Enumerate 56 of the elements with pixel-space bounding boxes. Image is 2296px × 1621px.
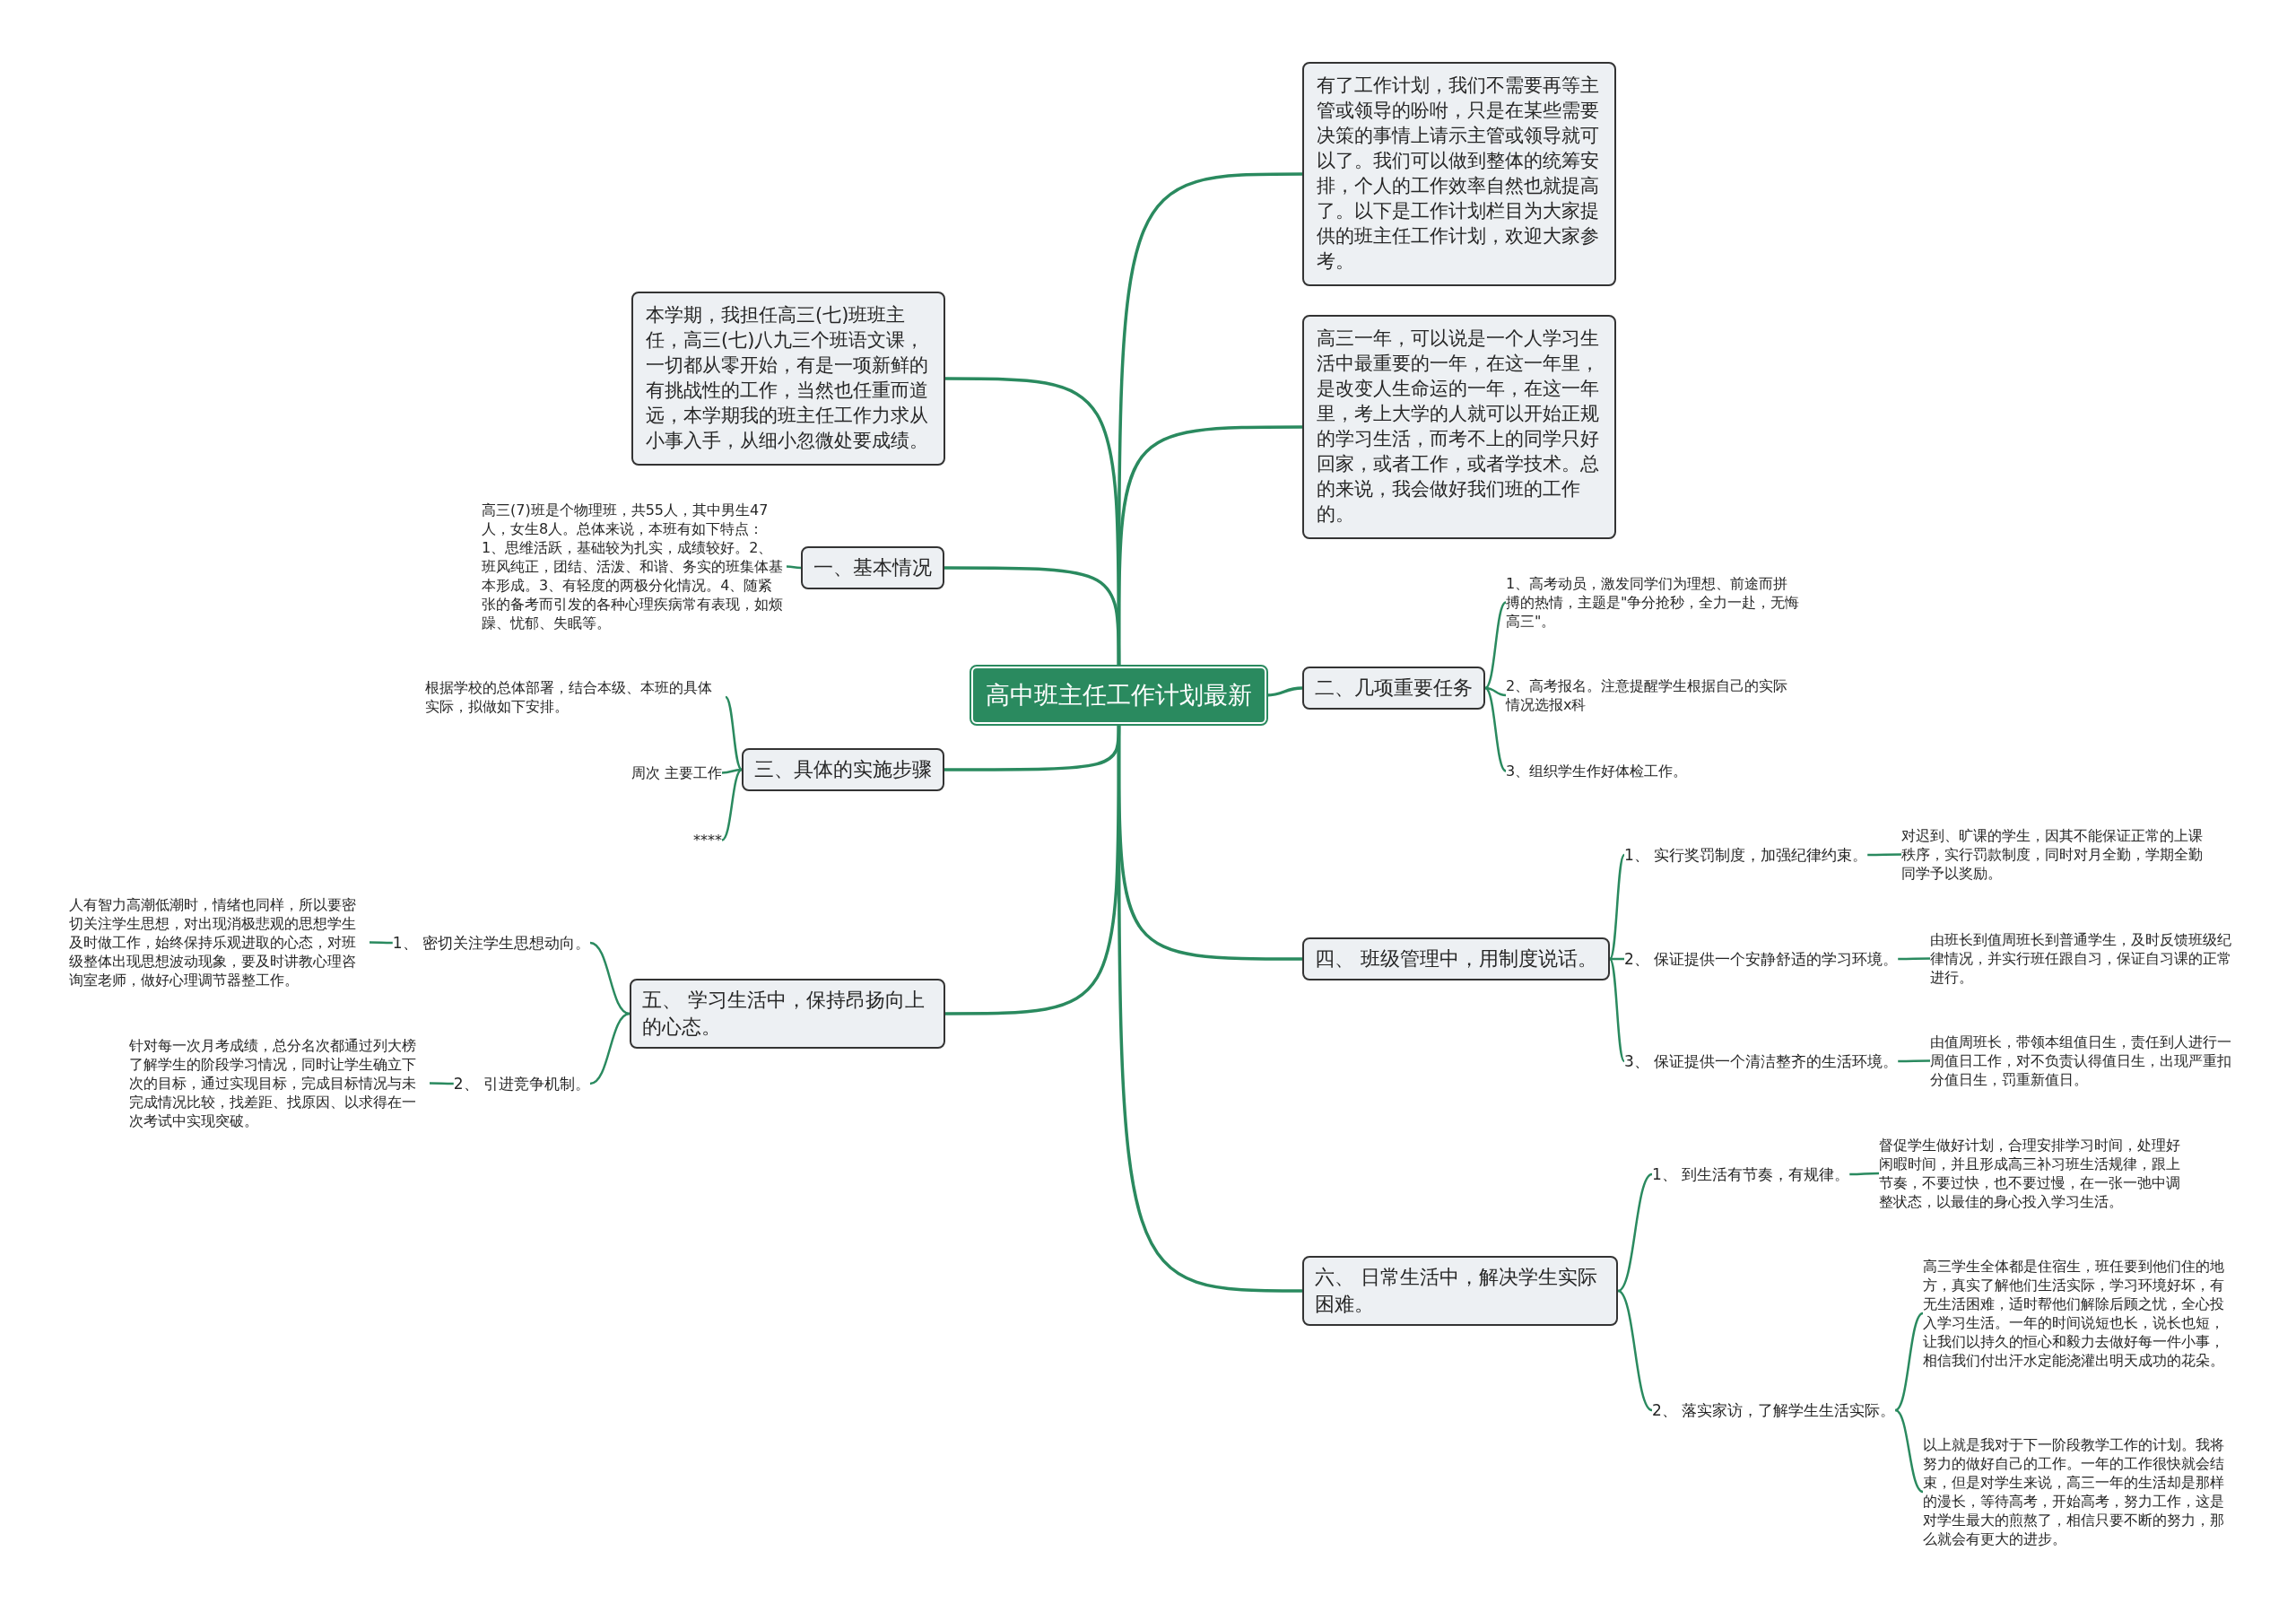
subtopic-text: 1、 密切关注学生思想动向。 (392, 933, 590, 953)
connector-line (1484, 601, 1507, 689)
connector-line (1609, 854, 1625, 960)
note-text: 根据学校的总体部署，结合本级、本班的具体实际，拟做如下安排。 (425, 678, 726, 716)
subtopic-text: 2、 落实家访，了解学生生活实际。 (1652, 1400, 1896, 1420)
subtopic-text: 2、 引进竞争机制。 (453, 1074, 590, 1094)
connector-line (1617, 1172, 1653, 1293)
subtopic-text: 1、 实行奖罚制度，加强纪律约束。 (1624, 845, 1868, 865)
note-text: **** (693, 831, 722, 850)
note-text: 由值周班长，带领本组值日生，责任到人进行一周值日工作，对不负责认得值日生，出现严重扣分值日生，罚重新值日。 (1930, 1033, 2235, 1089)
connector-line (721, 768, 743, 774)
connector-line (1898, 957, 1930, 961)
subtopic-text: 3、 保证提供一个清洁整齐的生活环境。 (1624, 1051, 1899, 1071)
text-box: 高三一年，可以说是一个人学习生活中最重要的一年，在这一年里，是改变人生命运的一年，在这一年里，考上大学的人就可以开始正规的学习生活，而考不上的同学只好回家，或者工作，或者学技术。总的来说，我会做好我们班的工作的。 (1302, 315, 1616, 539)
connector-line (1484, 686, 1507, 697)
connector-line (430, 1082, 454, 1085)
connector-line (944, 566, 1121, 667)
subtopic-text: 2、 保证提供一个安静舒适的学习环境。 (1624, 949, 1899, 969)
connector-line (1894, 1312, 1924, 1412)
connector-line (1849, 1172, 1879, 1176)
central-topic: 高中班主任工作计划最新 (971, 667, 1266, 724)
note-text: 周次 主要工作 (631, 763, 722, 782)
note-text: 对迟到、旷课的学生，因其不能保证正常的上课秩序，实行罚款制度，同时对月全勤，学期全勤同学予以奖励。 (1901, 826, 2206, 883)
note-text: 督促学生做好计划，合理安排学习时间，处理好闲暇时间，并且形成高三补习班生活规律，跟上节奏，不要过快，也不要过慢，在一张一弛中调整状态，以最佳的身心投入学习生活。 (1879, 1136, 2184, 1211)
connector-line (725, 696, 743, 771)
note-text: 2、高考报名。注意提醒学生根据自己的实际情况选报x科 (1506, 676, 1802, 714)
subtopic-text: 1、 到生活有节奏，有规律。 (1652, 1164, 1850, 1184)
note-text: 高三学生全体都是住宿生，班任要到他们住的地方，真实了解他们生活实际，学习环境好坏，有无生活困难，适时帮他们解除后顾之忧，全心投入学习生活。一年的时间说短也长，说长也短，让我们以持久的恒心和毅力去做好每一件小事，相信我们付出汗水定能浇灌出明天成功的花朵。 (1923, 1257, 2228, 1370)
connector-line (1265, 686, 1303, 697)
branch-topic: 四、 班级管理中，用制度说话。 (1302, 937, 1610, 980)
connector-line (1117, 724, 1302, 1293)
branch-topic: 五、 学习生活中，保持昂扬向上的心态。 (630, 979, 945, 1049)
branch-topic: 二、几项重要任务 (1302, 667, 1485, 710)
note-text: 针对每一次月考成绩，总分名次都通过列大榜了解学生的阶段学习情况，同时让学生确立下次的目标，通过实现目标，完成目标情况与未完成情况比较，找差距、找原因、以求得在一次考试中实现突破。 (129, 1036, 430, 1130)
text-box: 本学期，我担任高三(七)班班主任，高三(七)八九三个班语文课，一切都从零开始，有是一项新鲜的有挑战性的工作，当然也任重而道远，本学期我的班主任工作力求从小事入手，从细小忽微处要成绩。 (631, 292, 945, 466)
connector-line (370, 941, 393, 945)
branch-topic: 三、具体的实施步骤 (742, 748, 944, 791)
note-text: 高三(7)班是个物理班，共55人，其中男生47人，女生8人。总体来说，本班有如下特点：1、思维活跃，基础较为扎实，成绩较好。2、班风纯正，团结、活泼、和谐、务实的班集体基本形成。3、有轻度的两极分化情况。4、随紧张的备考而引发的各种心理疾病常有表现，如烦躁、忧郁、失眠等。 (482, 501, 787, 632)
connector-line (1867, 853, 1901, 857)
note-text: 3、组织学生作好体检工作。 (1506, 762, 1688, 780)
connector-line (1894, 1408, 1924, 1494)
note-text: 以上就是我对于下一阶段教学工作的计划。我将努力的做好自己的工作。一年的工作很快就会结束，但是对学生来说，高三一年的生活却是那样的漫长，等待高考，开始高考，努力工作，这是对学生最大的煎熬了，相信只要不断的努力，那么就会有更大的进步。 (1923, 1435, 2228, 1548)
connector-line (721, 768, 743, 841)
connector-line (1484, 686, 1507, 772)
note-text: 由班长到值周班长到普通学生，及时反馈班级纪律情况，并实行班任跟自习，保证自习课的正常进行。 (1930, 930, 2235, 987)
text-box: 有了工作计划，我们不需要再等主管或领导的吩咐，只是在某些需要决策的事情上请示主管或领导就可以了。我们可以做到整体的统筹安排，个人的工作效率自然也就提高了。以下是工作计划栏目为大家提供的班主任工作计划，欢迎大家参考。 (1302, 62, 1616, 286)
connector-line (1609, 958, 1625, 1062)
connector-line (1898, 1059, 1930, 1063)
connector-line (1617, 1289, 1653, 1412)
connector-line (589, 1012, 631, 1085)
branch-topic: 六、 日常生活中，解决学生实际困难。 (1302, 1256, 1618, 1326)
connector-line (786, 565, 802, 570)
connector-line (589, 941, 631, 1015)
branch-topic: 一、基本情况 (801, 546, 944, 589)
note-text: 人有智力高潮低潮时，情绪也同样，所以要密切关注学生思想，对出现消极悲观的思想学生及时做工作，始终保持乐观进取的心态，对班级整体出现思想波动现象，要及时讲教心理咨询室老师，做好心理调节器整工作。 (69, 895, 370, 989)
note-text: 1、高考动员，激发同学们为理想、前途而拼搏的热情，主题是"争分抢秒，全力一赴，无悔高三"。 (1506, 574, 1802, 631)
